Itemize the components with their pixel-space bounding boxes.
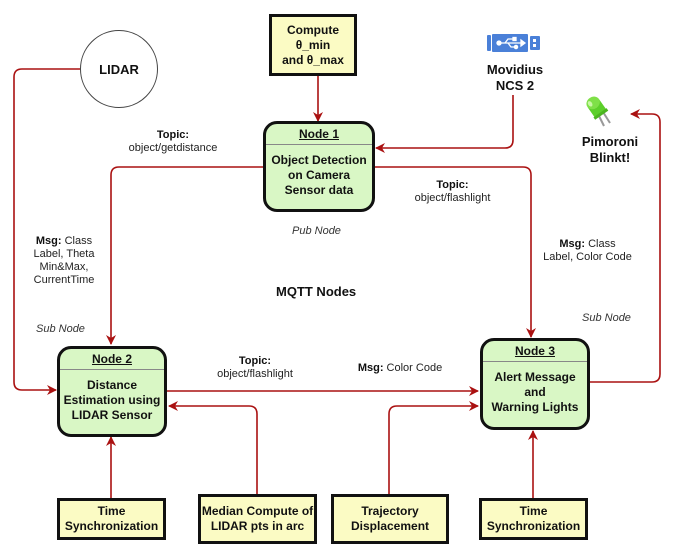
node1-title: Node 1 bbox=[266, 124, 372, 145]
edge-node3-to-pimoroni bbox=[589, 109, 661, 383]
label-topic-key: Topic: bbox=[436, 179, 469, 191]
label-topic-key: Topic: bbox=[156, 129, 190, 141]
edge-lidar-to-node2 bbox=[13, 68, 80, 395]
node2-line2: Estimation using bbox=[63, 393, 161, 407]
compute-theta-box: Compute θ_min and θ_max bbox=[269, 14, 357, 76]
time-sync-left-line2: Synchronization bbox=[64, 519, 159, 533]
label-topic-flashlight-node2: Topic: object/flashlight bbox=[200, 355, 310, 381]
time-sync-right-box: Time Synchronization bbox=[479, 498, 588, 540]
label-msg-node3: Msg: Class Label, Color Code bbox=[535, 238, 640, 264]
time-sync-right-line1: Time bbox=[519, 504, 548, 518]
node1-line1: Object Detection bbox=[271, 153, 367, 167]
node3-line2: and bbox=[524, 385, 546, 399]
trajectory-line1: Trajectory bbox=[361, 504, 419, 518]
led-icon bbox=[584, 96, 614, 128]
edge-node1-to-node2 bbox=[106, 166, 263, 345]
node3-role: Sub Node bbox=[582, 312, 631, 324]
time-sync-right-line2: Synchronization bbox=[486, 519, 581, 533]
edge-movidius-to-node1 bbox=[375, 95, 514, 153]
node2-role: Sub Node bbox=[36, 323, 85, 335]
pimoroni-label-line1: Pimoroni bbox=[581, 134, 639, 149]
label-msg-color: Msg: Color Code bbox=[350, 362, 450, 375]
label-topic-value: object/getdistance bbox=[128, 142, 218, 154]
label-msg-value: Label, Theta bbox=[33, 248, 95, 260]
label-topic-getdistance: Topic: object/getdistance bbox=[108, 129, 238, 155]
trajectory-box: Trajectory Displacement bbox=[331, 494, 449, 544]
pimoroni-label-line2: Blinkt! bbox=[589, 150, 631, 165]
label-msg-value: CurrentTime bbox=[33, 274, 95, 286]
node3-line1: Alert Message bbox=[494, 370, 576, 384]
label-topic-flashlight-node1: Topic: object/flashlight bbox=[400, 179, 505, 205]
label-msg-key: Msg: bbox=[35, 235, 62, 247]
label-msg-value: Color Code bbox=[386, 362, 443, 374]
time-sync-left-box: Time Synchronization bbox=[57, 498, 166, 540]
diagram-title: MQTT Nodes bbox=[276, 284, 357, 299]
label-msg-value: Label, Color Code bbox=[543, 251, 632, 263]
node3: Node 3 Alert Message and Warning Lights bbox=[480, 338, 590, 430]
label-msg-key: Msg: bbox=[357, 362, 384, 374]
node2: Node 2 Distance Estimation using LIDAR S… bbox=[57, 346, 167, 437]
edge-median-to-node2 bbox=[168, 401, 258, 495]
median-compute-line1: Median Compute of bbox=[201, 504, 314, 518]
label-msg-node2: Msg: Class Label, Theta Min&Max, Current… bbox=[24, 235, 104, 287]
time-sync-left-line1: Time bbox=[97, 504, 126, 518]
node1: Node 1 Object Detection on Camera Sensor… bbox=[263, 121, 375, 212]
trajectory-line2: Displacement bbox=[350, 519, 430, 533]
label-topic-value: object/flashlight bbox=[217, 368, 293, 380]
node2-line1: Distance bbox=[86, 378, 138, 392]
compute-theta-line2: and θ_max bbox=[282, 52, 344, 67]
edge-trajectory-to-node3 bbox=[388, 401, 479, 495]
node1-line3: Sensor data bbox=[284, 183, 354, 197]
label-topic-key: Topic: bbox=[238, 355, 272, 367]
node3-title: Node 3 bbox=[483, 341, 587, 362]
lidar-device: LIDAR bbox=[80, 30, 158, 108]
label-msg-key: Msg: bbox=[559, 238, 586, 250]
label-msg-value: Min&Max, bbox=[39, 261, 89, 273]
node2-line3: LIDAR Sensor bbox=[71, 408, 153, 422]
label-msg-value: Class bbox=[64, 235, 93, 247]
edge-node1-to-node3 bbox=[374, 166, 536, 338]
pimoroni-label: Pimoroni Blinkt! bbox=[575, 134, 645, 166]
movidius-label-line1: Movidius bbox=[486, 62, 544, 77]
movidius-label: Movidius NCS 2 bbox=[470, 62, 560, 94]
label-topic-value: object/flashlight bbox=[414, 192, 491, 204]
median-compute-box: Median Compute of LIDAR pts in arc bbox=[198, 494, 317, 544]
node1-role: Pub Node bbox=[292, 225, 341, 237]
node1-line2: on Camera bbox=[287, 168, 351, 182]
movidius-label-line2: NCS 2 bbox=[495, 78, 535, 93]
lidar-label: LIDAR bbox=[99, 61, 139, 77]
node3-line3: Warning Lights bbox=[491, 400, 579, 414]
label-msg-value: Class bbox=[588, 238, 616, 250]
compute-theta-line1: Compute θ_min bbox=[287, 22, 339, 52]
usb-stick-icon bbox=[487, 34, 540, 52]
node2-title: Node 2 bbox=[60, 349, 164, 370]
median-compute-line2: LIDAR pts in arc bbox=[210, 519, 305, 533]
